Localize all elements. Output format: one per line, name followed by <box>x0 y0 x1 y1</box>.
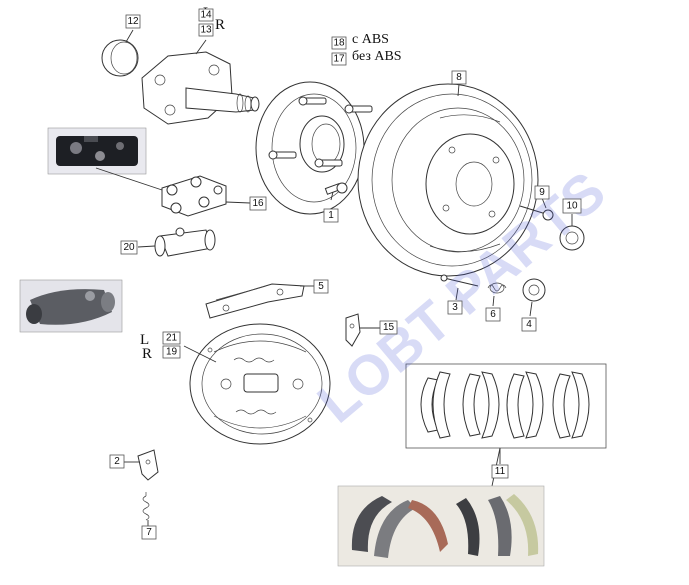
backplate-left-label: L <box>140 332 149 348</box>
brake-shoes-kit-part <box>420 371 590 439</box>
svg-text:14: 14 <box>200 10 212 21</box>
bolt-part <box>324 182 348 195</box>
callout-13: 13 <box>198 23 214 37</box>
callout-14: 14 <box>198 8 214 22</box>
callout-1: 1 <box>323 208 339 223</box>
spring-clip-part <box>345 313 361 347</box>
svg-text:1: 1 <box>328 210 334 221</box>
hold-down-spring-part <box>142 492 150 521</box>
callout-20: 20 <box>120 240 138 255</box>
retaining-pin-part <box>440 274 479 287</box>
svg-text:15: 15 <box>383 322 395 333</box>
svg-text:4: 4 <box>526 319 532 330</box>
callout-15: 15 <box>379 320 398 335</box>
callout-17: 17 <box>331 52 347 66</box>
adjuster-lever-part <box>205 283 305 319</box>
svg-text:2: 2 <box>114 456 120 467</box>
callout-19: 19 <box>162 345 181 359</box>
hub-flange-part <box>255 81 373 215</box>
hub-axle-part <box>141 51 260 125</box>
callout-6: 6 <box>485 307 501 322</box>
svg-text:16: 16 <box>252 198 264 209</box>
brake-shoes-photo <box>337 485 545 567</box>
svg-text:5: 5 <box>318 281 324 292</box>
svg-text:10: 10 <box>566 201 578 212</box>
callout-18: 18 <box>331 36 347 50</box>
hold-down-lever-part <box>137 449 159 481</box>
callout-7: 7 <box>141 525 157 540</box>
callout-8: 8 <box>451 70 467 85</box>
callout-21: 21 <box>162 331 181 345</box>
brake-drum-part <box>357 83 539 277</box>
without-abs-label: без ABS <box>352 49 402 64</box>
hub-right-label: R <box>215 17 225 33</box>
svg-text:7: 7 <box>146 527 152 538</box>
svg-text:8: 8 <box>456 72 462 83</box>
pressure-regulator-photo <box>47 127 147 175</box>
drum-screw-part <box>519 205 554 221</box>
callout-4: 4 <box>521 317 537 332</box>
wheel-cylinder-part <box>154 227 216 257</box>
pressure-regulator-part <box>161 175 227 217</box>
svg-text:21: 21 <box>166 333 178 344</box>
svg-text:9: 9 <box>539 187 545 198</box>
retaining-spring-part <box>487 282 507 294</box>
svg-text:12: 12 <box>127 16 139 27</box>
backplate-right-label: R <box>142 346 152 362</box>
retaining-cup-part <box>522 278 546 302</box>
svg-text:13: 13 <box>200 25 212 36</box>
callout-16: 16 <box>249 196 267 211</box>
callout-9: 9 <box>534 185 550 200</box>
wheel-cylinder-photo <box>19 279 123 333</box>
callout-10: 10 <box>562 198 582 214</box>
hub-cap-part <box>101 39 139 77</box>
callout-5: 5 <box>313 279 329 294</box>
callout-12: 12 <box>125 14 141 29</box>
callout-11: 11 <box>491 464 509 479</box>
svg-text:3: 3 <box>452 302 458 313</box>
svg-text:19: 19 <box>166 347 178 358</box>
with-abs-label: с ABS <box>352 32 389 47</box>
svg-text:11: 11 <box>495 466 506 477</box>
callout-3: 3 <box>447 300 463 315</box>
svg-text:6: 6 <box>490 309 496 320</box>
svg-text:18: 18 <box>333 38 345 49</box>
svg-text:17: 17 <box>333 54 345 65</box>
callout-2: 2 <box>109 454 125 469</box>
svg-text:20: 20 <box>123 242 135 253</box>
backing-plate-part <box>189 323 331 445</box>
